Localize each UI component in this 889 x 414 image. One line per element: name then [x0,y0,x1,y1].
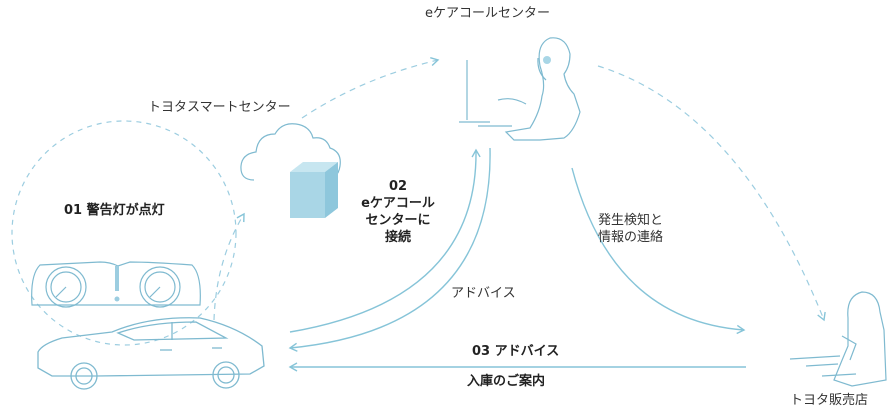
dealer-person-icon [789,291,887,387]
step-02-line-3: センターに [365,212,431,228]
call-center-label: eケアコールセンター [425,6,550,21]
car-icon [37,317,265,390]
step-01-label: 01 警告灯が点灯 [64,203,165,218]
report-arrow [571,167,746,335]
connection-arrow [289,148,481,333]
dashboard-gauges-icon [31,261,201,308]
step-02-number: 02 [388,179,408,194]
advice-flow-label: アドバイス [451,286,516,301]
car-to-cloud-arrow [213,212,245,321]
detect-flow-label: 発生検知と 情報の連絡 [598,213,663,247]
warning-circle [11,120,237,346]
step-03-sub-label: 入庫のご案内 [467,374,546,389]
cloud-to-callcenter-arrow [301,57,440,119]
cloud-server-icon [240,123,341,218]
step-02-label: 02 eケアコール センターに 接続 [346,179,450,247]
advice-arrow [288,147,491,352]
step-02-line-4: 接続 [384,229,411,245]
step-03-label: 03 アドバイス [472,344,560,359]
operator-icon [459,37,581,141]
smart-center-label: トヨタスマートセンター [148,100,291,115]
detect-line-2: 情報の連絡 [598,229,664,245]
callcenter-to-dealer-arrow [597,65,826,322]
dealer-label: トヨタ販売店 [790,393,869,408]
step-02-line-2: eケアコール [361,195,435,211]
detect-line-1: 発生検知と [598,213,664,228]
